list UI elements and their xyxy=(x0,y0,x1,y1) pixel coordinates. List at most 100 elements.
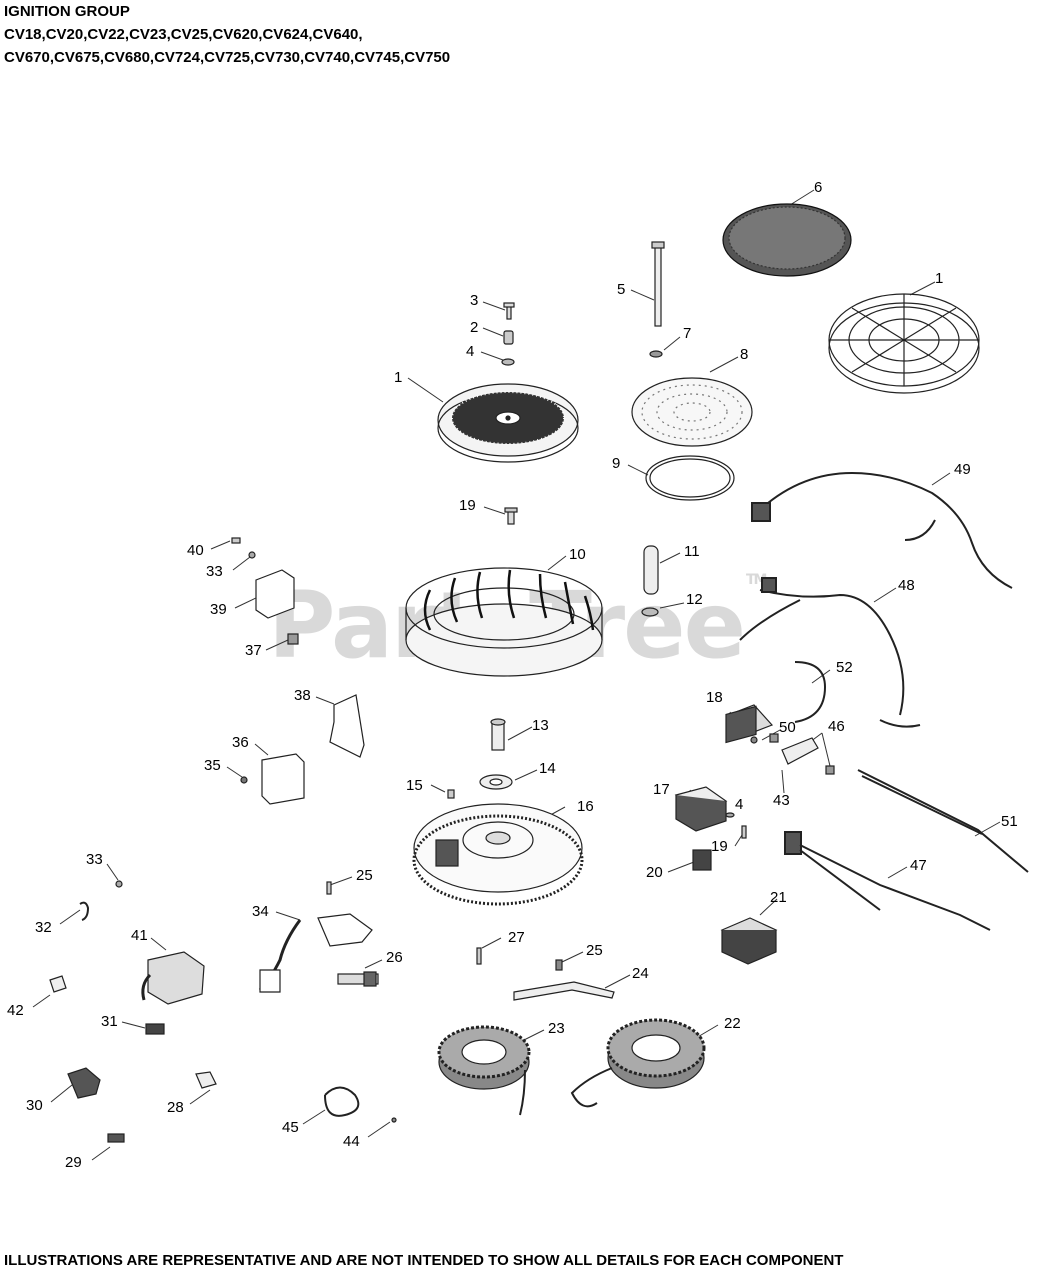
callout-3: 3 xyxy=(470,292,479,309)
callout-44: 44 xyxy=(343,1133,360,1150)
part-27-screw xyxy=(476,947,482,965)
part-3-screw xyxy=(503,302,515,320)
part-26-spark-plug xyxy=(337,971,379,987)
callout-15: 15 xyxy=(406,777,423,794)
callout-6: 6 xyxy=(814,179,823,196)
part-13-flywheel-nut xyxy=(490,718,506,751)
part-33-nut-lower xyxy=(115,880,123,888)
part-47-wiring-harness xyxy=(784,831,991,931)
callout-48: 48 xyxy=(898,577,915,594)
part-34-ignition-module xyxy=(258,913,373,993)
callout-19-lower: 19 xyxy=(711,838,728,855)
callout-22: 22 xyxy=(724,1015,741,1032)
callout-17: 17 xyxy=(653,781,670,798)
callout-5: 5 xyxy=(617,281,626,298)
part-36-module xyxy=(261,753,305,805)
part-25-screw-a xyxy=(326,881,332,895)
part-19-screw-top xyxy=(504,507,518,525)
part-15-key xyxy=(447,789,455,799)
part-33-nut-upper xyxy=(248,551,256,559)
part-12-washer xyxy=(641,607,659,617)
callout-21: 21 xyxy=(770,889,787,906)
part-17-regulator xyxy=(674,786,728,832)
callout-2: 2 xyxy=(470,319,479,336)
callout-37: 37 xyxy=(245,642,262,659)
diagram-header: IGNITION GROUP CV18,CV20,CV22,CV23,CV25,… xyxy=(4,0,1034,69)
callout-32: 32 xyxy=(35,919,52,936)
part-4-washer-lower xyxy=(725,812,735,818)
part-8-perforated-screen xyxy=(631,377,753,447)
callout-42: 42 xyxy=(7,1002,24,1019)
model-list-line-1: CV18,CV20,CV22,CV23,CV25,CV620,CV624,CV6… xyxy=(4,26,363,43)
part-16-flywheel xyxy=(412,803,584,906)
part-5-long-bolt xyxy=(651,241,665,327)
callout-50: 50 xyxy=(779,719,796,736)
part-19-screw-lower xyxy=(741,825,747,839)
callout-36: 36 xyxy=(232,734,249,751)
part-46-nut xyxy=(769,733,835,775)
part-51-lead xyxy=(857,769,1029,873)
callout-46: 46 xyxy=(828,718,845,735)
part-35-screw xyxy=(240,776,248,784)
part-1-grille-left xyxy=(437,383,579,463)
part-30-connector xyxy=(67,1067,101,1099)
part-6-debris-screen xyxy=(722,203,852,277)
part-44-screw xyxy=(391,1117,397,1123)
part-2-spacer xyxy=(503,330,514,345)
callout-7: 7 xyxy=(683,325,692,342)
part-10-cooling-fan xyxy=(405,567,603,677)
part-42-clip xyxy=(49,975,67,993)
callout-9: 9 xyxy=(612,455,621,472)
callout-39: 39 xyxy=(210,601,227,618)
part-41-ignition-module xyxy=(141,951,205,1005)
model-list-line-2: CV670,CV675,CV680,CV724,CV725,CV730,CV74… xyxy=(4,49,451,66)
part-24-bracket xyxy=(513,981,615,1001)
part-25-screw-b xyxy=(555,959,563,971)
part-52-ground-lead xyxy=(794,661,827,723)
group-title: IGNITION GROUP xyxy=(4,3,130,20)
callout-14: 14 xyxy=(539,760,556,777)
leader-lines xyxy=(32,189,1001,1161)
part-4-washer xyxy=(501,358,515,366)
callout-25-upper: 25 xyxy=(356,867,373,884)
part-9-retainer-ring xyxy=(645,455,735,501)
part-32-clip xyxy=(79,901,90,921)
callout-29: 29 xyxy=(65,1154,82,1171)
part-21-voltage-regulator xyxy=(720,917,778,965)
callout-1-right: 1 xyxy=(935,270,944,287)
part-38-shield xyxy=(329,694,365,758)
callout-49: 49 xyxy=(954,461,971,478)
callout-12: 12 xyxy=(686,591,703,608)
callout-23: 23 xyxy=(548,1020,565,1037)
part-45-strap xyxy=(324,1086,360,1117)
part-31-connector xyxy=(145,1023,165,1035)
callout-34: 34 xyxy=(252,903,269,920)
callout-33-lower: 33 xyxy=(86,851,103,868)
disclaimer-footer: ILLUSTRATIONS ARE REPRESENTATIVE AND ARE… xyxy=(4,1252,844,1269)
callout-43: 43 xyxy=(773,792,790,809)
part-48-wiring-harness xyxy=(739,577,921,728)
part-14-flywheel-washer xyxy=(479,774,513,790)
callout-4-upper: 4 xyxy=(466,343,475,360)
callout-28: 28 xyxy=(167,1099,184,1116)
callout-13: 13 xyxy=(532,717,549,734)
part-37-clip xyxy=(287,633,299,645)
callout-45: 45 xyxy=(282,1119,299,1136)
part-49-wiring-harness xyxy=(751,471,1013,589)
callout-4-lower: 4 xyxy=(735,796,744,813)
callout-25-lower: 25 xyxy=(586,942,603,959)
part-22-stator xyxy=(570,1018,706,1108)
part-39-module xyxy=(255,569,295,619)
part-29-connector xyxy=(107,1133,125,1143)
part-1-grille-right xyxy=(828,293,980,394)
part-11-tube xyxy=(643,545,659,595)
callout-8: 8 xyxy=(740,346,749,363)
callout-1-left: 1 xyxy=(394,369,403,386)
callout-38: 38 xyxy=(294,687,311,704)
callout-33-upper: 33 xyxy=(206,563,223,580)
part-20-plug xyxy=(692,849,712,871)
part-18-rectifier xyxy=(725,704,774,744)
callout-40: 40 xyxy=(187,542,204,559)
callout-16: 16 xyxy=(577,798,594,815)
